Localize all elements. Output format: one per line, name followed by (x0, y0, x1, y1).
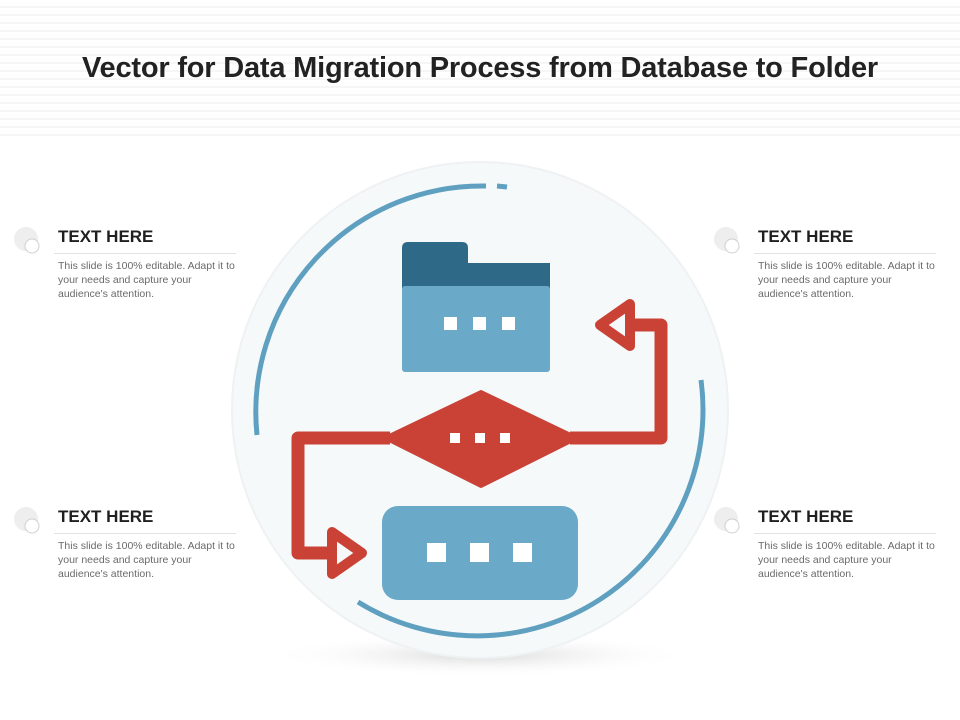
callout-bottom-right: TEXT HERE This slide is 100% editable. A… (714, 507, 958, 581)
callout-heading: TEXT HERE (58, 227, 154, 246)
callout-body: This slide is 100% editable. Adapt it to… (58, 260, 235, 300)
callout-top-left: TEXT HERE This slide is 100% editable. A… (14, 227, 258, 301)
bullet-icon (714, 507, 740, 534)
page-title: Vector for Data Migration Process from D… (82, 52, 878, 84)
callout-body: This slide is 100% editable. Adapt it to… (758, 260, 935, 300)
divider (754, 253, 936, 254)
divider (54, 533, 236, 534)
migration-arrow-icon (291, 299, 668, 579)
callout-bottom-left: TEXT HERE This slide is 100% editable. A… (14, 507, 258, 581)
folder-icon (402, 242, 550, 372)
bullet-icon (14, 507, 40, 534)
callout-heading: TEXT HERE (58, 507, 154, 526)
bullet-icon (14, 227, 40, 254)
title-band (0, 0, 960, 140)
divider (54, 253, 236, 254)
divider (754, 533, 936, 534)
callout-top-right: TEXT HERE This slide is 100% editable. A… (714, 227, 958, 301)
callout-heading: TEXT HERE (758, 227, 854, 246)
ring-arc-right (356, 379, 706, 639)
ring-arc-tick (496, 183, 508, 190)
decision-diamond-icon (383, 390, 579, 488)
bullet-icon (714, 227, 740, 254)
callout-body: This slide is 100% editable. Adapt it to… (58, 540, 235, 580)
callout-body: This slide is 100% editable. Adapt it to… (758, 540, 935, 580)
database-block-icon (382, 506, 578, 600)
callout-heading: TEXT HERE (758, 507, 854, 526)
ring-arc-left (253, 183, 487, 436)
